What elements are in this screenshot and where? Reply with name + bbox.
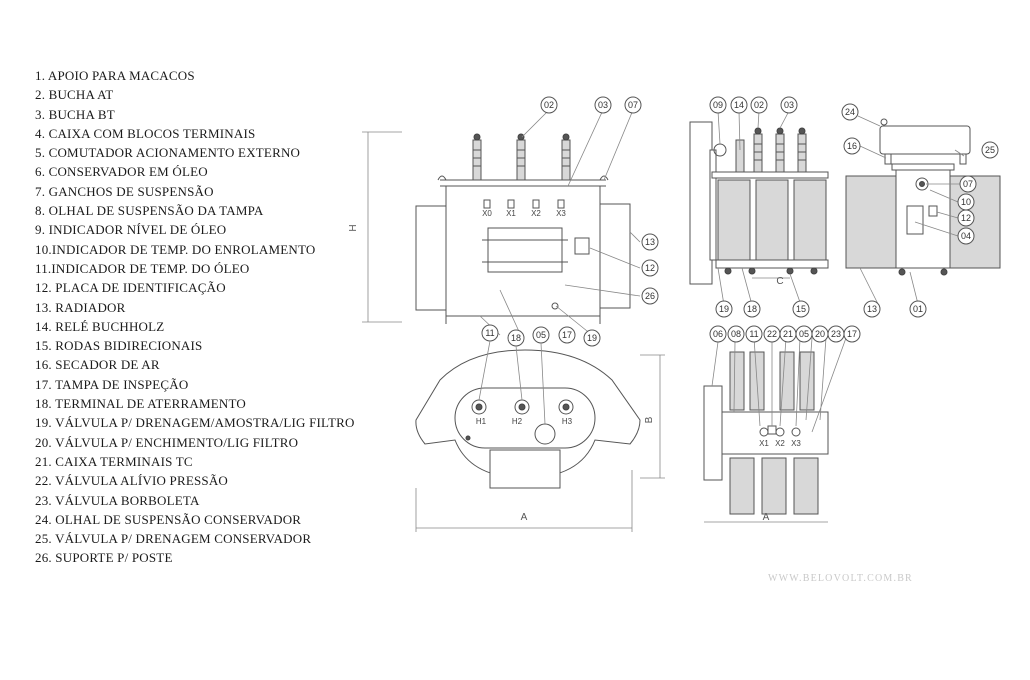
callout-label: 19 <box>587 333 597 343</box>
legend-item: 4. CAIXA COM BLOCOS TERMINAIS <box>35 125 256 141</box>
callout-label: 11 <box>749 329 758 339</box>
large-transformer-side-view: 24 16 25 07 10 12 04 13 01 <box>841 103 1001 318</box>
legend-item: 20. VÁLVULA P/ ENCHIMENTO/LIG FILTRO <box>35 434 299 450</box>
callout-label: 09 <box>713 100 723 110</box>
small-transformer-top-view: H1 H2 H3 A B <box>415 340 665 532</box>
callout-label: 17 <box>847 329 857 339</box>
legend-item: 26. SUPORTE P/ POSTE <box>35 550 173 566</box>
legend-item: 13. RADIADOR <box>35 299 126 315</box>
legend-item: 19. VÁLVULA P/ DRENAGEM/AMOSTRA/LIG FILT… <box>35 415 355 431</box>
lv-bushing-label: X2 <box>775 439 785 448</box>
callout-label: 02 <box>544 100 554 110</box>
legend-item: 5. COMUTADOR ACIONAMENTO EXTERNO <box>35 145 301 161</box>
callout-label: 07 <box>963 179 973 189</box>
hv-bushing-label: H2 <box>512 417 523 426</box>
lv-bushing-label: X1 <box>759 439 769 448</box>
callout-label: 16 <box>847 141 857 151</box>
small-transformer-front-view: H X0 X1 X2 X3 <box>348 96 659 347</box>
callout-label: 18 <box>511 333 521 343</box>
callout-label: 13 <box>867 304 877 314</box>
callout-label: 21 <box>783 329 793 339</box>
hv-bushing-label: H3 <box>562 417 573 426</box>
legend-item: 17. TAMPA DE INSPEÇÃO <box>35 376 189 392</box>
depth-dimension-label: B <box>644 416 655 423</box>
lv-bushing-label: X1 <box>506 209 516 218</box>
callout-label: 06 <box>713 329 723 339</box>
legend-item: 2. BUCHA AT <box>35 87 114 103</box>
legend-item: 25. VÁLVULA P/ DRENAGEM CONSERVADOR <box>35 531 312 547</box>
lv-bushing-label: X0 <box>482 209 492 218</box>
legend-item: 24. OLHAL DE SUSPENSÃO CONSERVADOR <box>35 511 302 527</box>
lv-bushing-label: X3 <box>556 209 566 218</box>
legend-item: 8. OLHAL DE SUSPENSÃO DA TAMPA <box>35 203 264 219</box>
callout-label: 07 <box>628 100 638 110</box>
callout-label: 24 <box>845 107 855 117</box>
callout-label: 22 <box>767 329 777 339</box>
legend-item: 3. BUCHA BT <box>35 106 115 122</box>
legend-item: 23. VÁLVULA BORBOLETA <box>35 492 200 508</box>
width-dimension-label: A <box>763 512 770 523</box>
callout-label: 10 <box>961 197 971 207</box>
legend-item: 12. PLACA DE IDENTIFICAÇÃO <box>35 280 226 296</box>
lv-bushing-label: X2 <box>531 209 541 218</box>
legend-item: 10.INDICADOR DE TEMP. DO ENROLAMENTO <box>35 241 316 257</box>
callout-label: 12 <box>645 263 655 273</box>
callout-label: 03 <box>784 100 794 110</box>
callout-label: 12 <box>961 213 971 223</box>
large-transformer-top-view: X1 X2 X3 A 06 08 11 22 21 05 20 23 17 <box>703 325 861 523</box>
callout-label: 13 <box>645 237 655 247</box>
callout-label: 04 <box>961 231 971 241</box>
legend-item: 7. GANCHOS DE SUSPENSÃO <box>35 183 214 199</box>
callout-label: 03 <box>598 100 608 110</box>
callout-label: 15 <box>796 304 806 314</box>
large-transformer-front-view: C 09 14 02 03 19 18 15 <box>689 96 829 318</box>
callout-label: 14 <box>734 100 744 110</box>
parts-legend: 1. APOIO PARA MACACOS 2. BUCHA AT 3. BUCHA… <box>35 66 355 568</box>
callout-label: 19 <box>719 304 729 314</box>
center-dimension-label: C <box>776 276 783 287</box>
callout-label: 08 <box>731 329 741 339</box>
legend-item: 16. SECADOR DE AR <box>35 357 160 373</box>
website-watermark: WWW.BELOVOLT.COM.BR <box>768 573 913 584</box>
callout-label: 25 <box>985 145 995 155</box>
legend-item: 22. VÁLVULA ALÍVIO PRESSÃO <box>35 473 229 489</box>
callout-label: 26 <box>645 291 655 301</box>
legend-item: 21. CAIXA TERMINAIS TC <box>35 453 193 469</box>
lv-bushing-label: X3 <box>791 439 801 448</box>
legend-item: 15. RODAS BIDIRECIONAIS <box>35 338 203 354</box>
hv-bushing-label: H1 <box>476 417 487 426</box>
legend-item: 11.INDICADOR DE TEMP. DO ÓLEO <box>35 260 250 276</box>
legend-item: 6. CONSERVADOR EM ÓLEO <box>35 164 208 180</box>
callout-label: 05 <box>799 329 809 339</box>
callout-label: 23 <box>831 329 841 339</box>
legend-item: 1. APOIO PARA MACACOS <box>35 68 195 83</box>
callout-label: 02 <box>754 100 764 110</box>
callout-label: 05 <box>536 330 546 340</box>
callout-label: 01 <box>913 304 923 314</box>
callout-label: 18 <box>747 304 757 314</box>
legend-item: 14. RELÉ BUCHHOLZ <box>35 318 165 334</box>
callout-label: 11 <box>485 328 494 338</box>
width-dimension-label: A <box>521 512 528 523</box>
callout-label: 20 <box>815 329 825 339</box>
callout-label: 17 <box>562 330 572 340</box>
legend-item: 9. INDICADOR NÍVEL DE ÓLEO <box>35 222 227 238</box>
height-dimension-label: H <box>348 224 359 231</box>
legend-item: 18. TERMINAL DE ATERRAMENTO <box>35 396 246 412</box>
